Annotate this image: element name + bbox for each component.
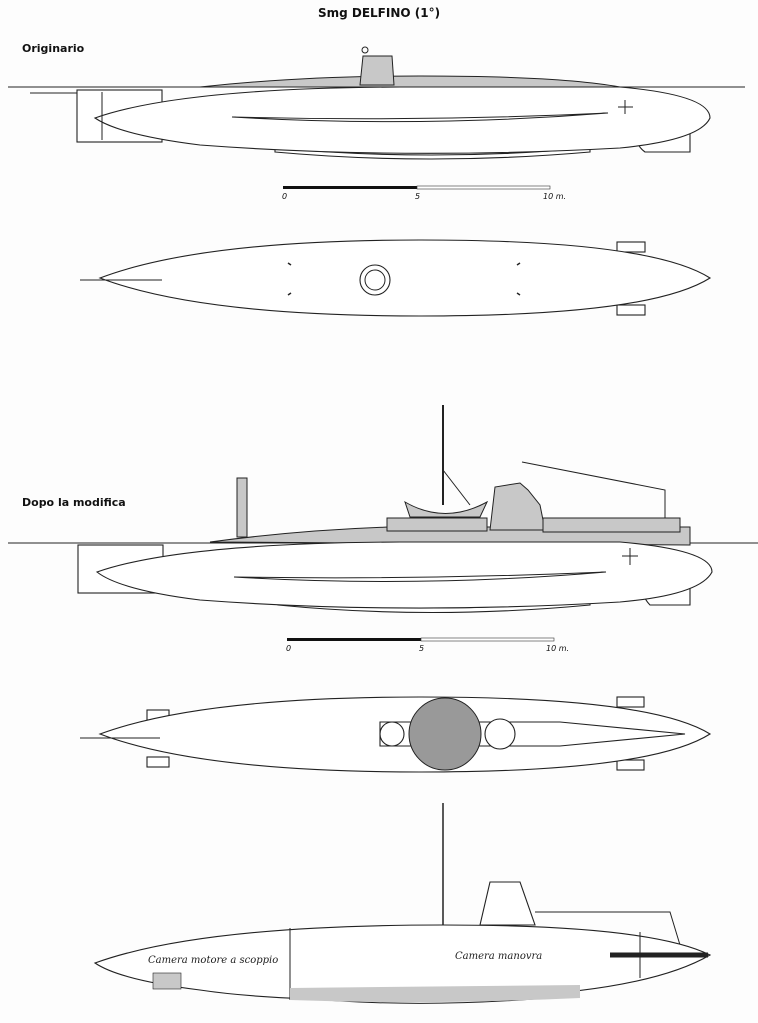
modified-plan-view [80, 696, 712, 773]
scale-1-end: 10 m. [543, 192, 567, 201]
hull-plan [98, 239, 712, 317]
scale-bar-2 [287, 637, 555, 642]
conning-tower [489, 482, 546, 531]
keel [274, 147, 591, 160]
scale-2-start: 0 [286, 644, 292, 653]
scale-1-mid: 5 [415, 192, 421, 201]
original-plan-view [80, 239, 712, 317]
label-control-room: Camera manovra [455, 951, 543, 962]
hull [95, 541, 713, 609]
scale-bar-1 [283, 185, 551, 190]
modified-profile-view [8, 405, 758, 614]
scale-2-mid: 5 [419, 644, 425, 653]
scale-2-end: 10 m. [546, 644, 570, 653]
original-profile-view [8, 46, 745, 160]
hull [93, 86, 711, 154]
page-title: Smg DELFINO (1°) [317, 6, 441, 20]
label-engine-room: Camera motore a scoppio [148, 955, 279, 966]
conning-tower [359, 55, 395, 86]
section-label-modified: Dopo la modifica [22, 496, 126, 509]
section-label-original: Originario [22, 42, 85, 55]
grated-platform [408, 697, 482, 771]
cutaway-profile [93, 803, 712, 1004]
funnel [236, 477, 248, 538]
deck [199, 75, 621, 88]
boat [404, 500, 489, 518]
scale-1-start: 0 [282, 192, 288, 201]
hatch [359, 264, 391, 296]
